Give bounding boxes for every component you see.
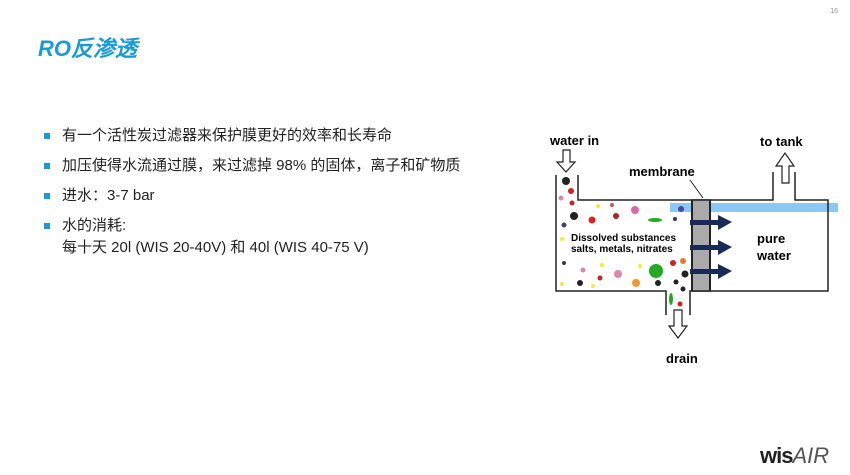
water-in-arrow-icon — [555, 149, 577, 173]
label-salts: salts, metals, nitrates — [571, 244, 673, 255]
arrow-icons — [555, 149, 796, 339]
label-water: water — [756, 248, 791, 263]
to-tank-arrow-icon — [774, 151, 796, 184]
bullet-icon — [44, 223, 50, 229]
water-level — [670, 203, 838, 212]
label-membrane: membrane — [629, 164, 695, 179]
bullet-text: 进水：3-7 bar — [62, 187, 155, 204]
label-dissolved: Dissolved substances — [571, 233, 676, 244]
ro-diagram: water in to tank membrane Dissolved subs… — [549, 133, 838, 366]
bullet-item: 水的消耗: 每十天 20l (WIS 20-40V) 和 40l (WIS 40-… — [44, 215, 514, 259]
label-to-tank: to tank — [760, 134, 803, 149]
label-pure: pure — [757, 231, 785, 246]
tank-outline — [555, 172, 829, 315]
bullet-text: 有一个活性炭过滤器来保护膜更好的效率和长寿命 — [62, 127, 393, 144]
bullet-text: 水的消耗: — [62, 217, 127, 234]
bullet-subtext: 每十天 20l (WIS 20-40V) 和 40l (WIS 40-75 V) — [62, 239, 369, 256]
page-title: RO反渗透 — [38, 36, 138, 61]
bullet-icon — [44, 163, 50, 169]
flow-arrows — [690, 215, 732, 279]
bullet-item: 有一个活性炭过滤器来保护膜更好的效率和长寿命 — [44, 125, 514, 147]
label-water-in: water in — [549, 133, 599, 148]
wisair-logo: wisAIR — [760, 443, 830, 468]
bullet-list: 有一个活性炭过滤器来保护膜更好的效率和长寿命 加压使得水流通过膜，来过滤掉 98… — [44, 125, 514, 267]
bullet-item: 进水：3-7 bar — [44, 185, 514, 207]
bullet-item: 加压使得水流通过膜，来过滤掉 98% 的固体，离子和矿物质 — [44, 155, 514, 177]
bullet-text: 加压使得水流通过膜，来过滤掉 98% 的固体，离子和矿物质 — [62, 157, 461, 174]
particles — [558, 177, 689, 307]
bullet-icon — [44, 133, 50, 139]
page-number: 16 — [830, 8, 838, 15]
membrane-pointer — [689, 179, 704, 199]
drain-arrow-icon — [667, 309, 689, 339]
bullet-icon — [44, 193, 50, 199]
label-drain: drain — [666, 351, 698, 366]
